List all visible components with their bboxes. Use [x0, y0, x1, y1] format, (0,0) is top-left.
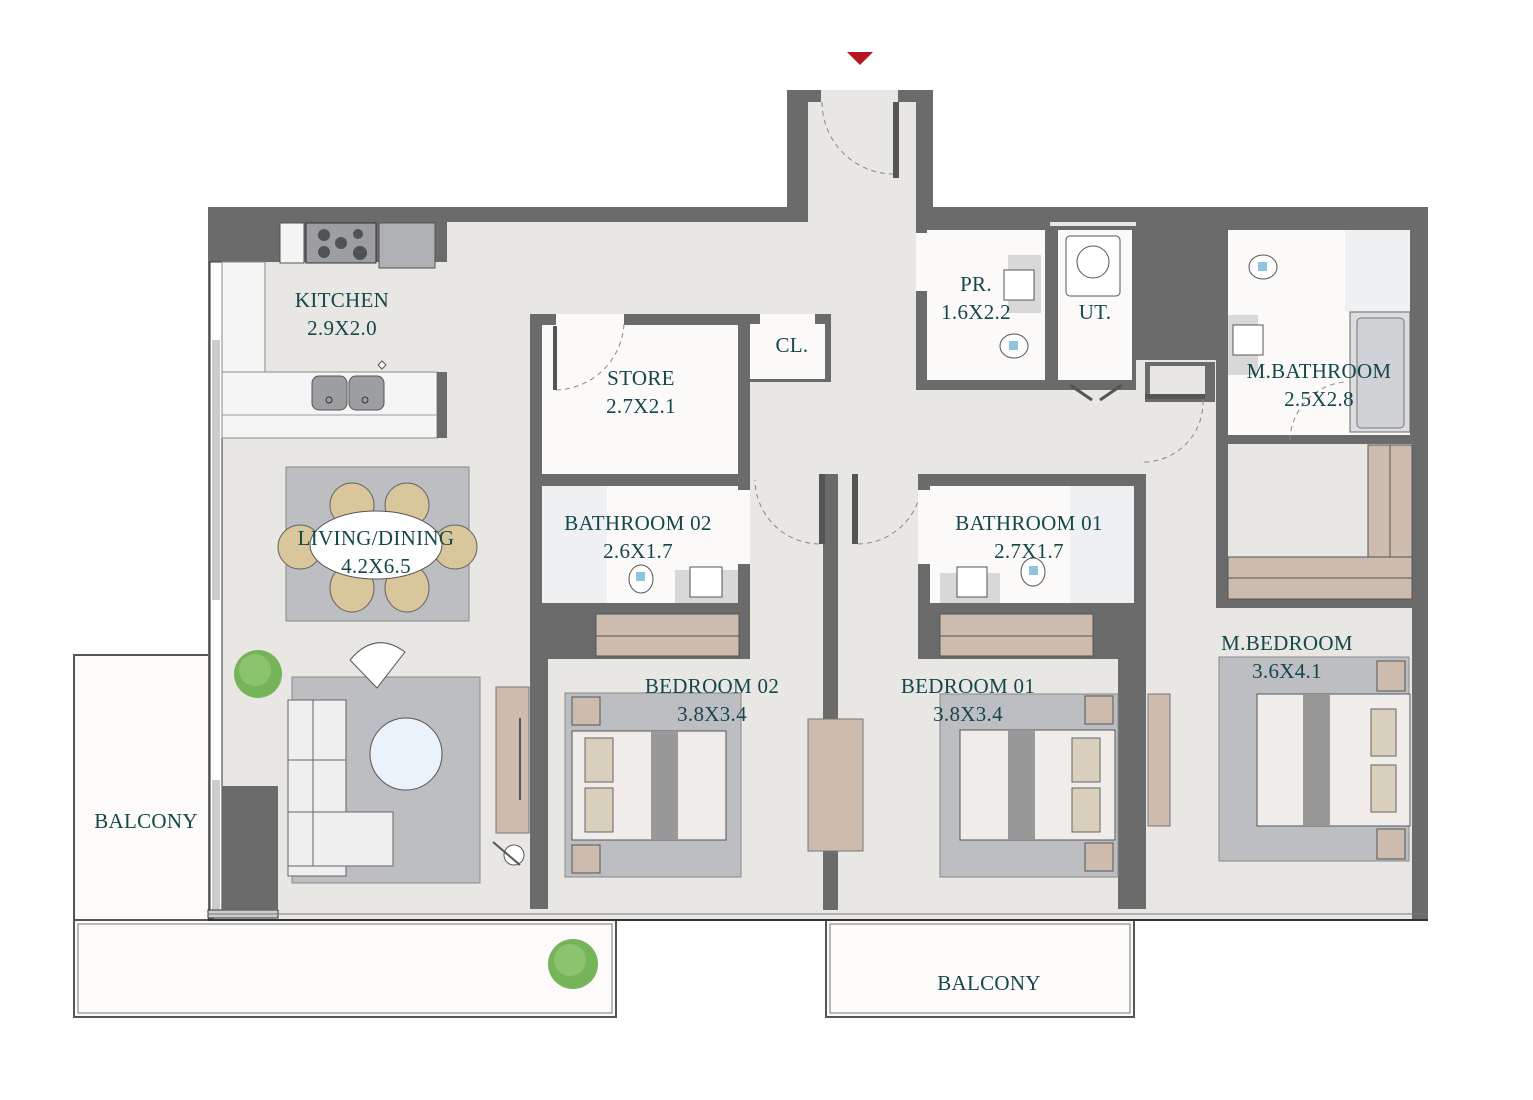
wardrobe-bedroom-02 — [530, 609, 750, 909]
room-label-balcony-right: BALCONY — [937, 971, 1041, 995]
bathroom-02 — [530, 474, 750, 609]
bed-master-bedroom — [1218, 656, 1411, 862]
room-label-powder-room: PR.1.6X2.2 — [941, 272, 1011, 324]
wardrobe-bedroom-01 — [918, 609, 1146, 909]
powder-utility — [916, 220, 1216, 402]
room-label-utility: UT. — [1078, 300, 1112, 324]
kitchen-fixtures — [221, 222, 447, 439]
bathroom-01 — [918, 474, 1146, 609]
room-label-closet: CL. — [775, 333, 809, 357]
entry-arrow-icon — [847, 52, 873, 65]
master-wardrobe — [1216, 444, 1413, 608]
balcony-plant — [548, 939, 598, 989]
room-label-balcony-left: BALCONY — [94, 809, 198, 833]
dining-set — [277, 466, 478, 622]
balcony-left — [73, 654, 617, 1018]
bed-bedroom-02 — [564, 692, 742, 878]
door-swings — [821, 101, 1205, 463]
window-left — [207, 261, 1428, 921]
balcony-right — [825, 919, 1135, 1018]
bed-bedroom-01 — [939, 693, 1171, 878]
store-closet — [530, 314, 831, 484]
master-bathroom — [1216, 220, 1412, 444]
living-set — [222, 642, 530, 910]
center-wall — [754, 474, 923, 910]
